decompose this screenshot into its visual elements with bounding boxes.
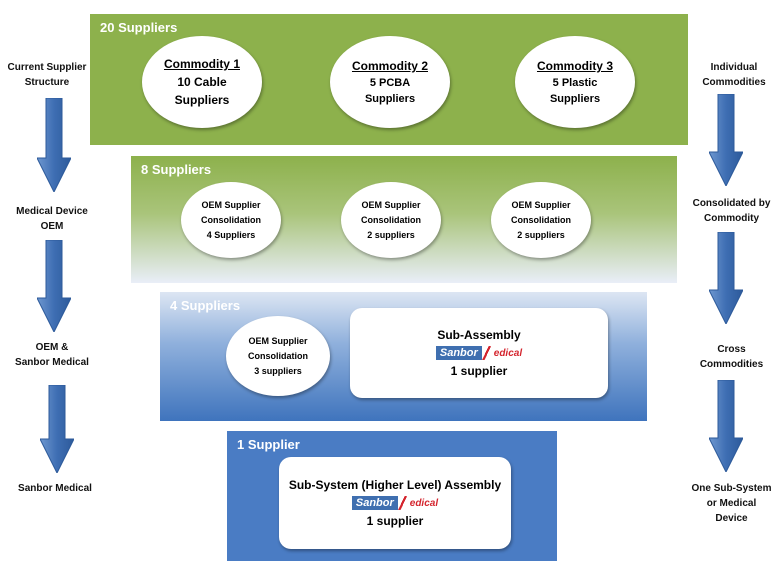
commodity-1-title: Commodity 1 (163, 57, 240, 71)
sub-assembly-count: 1 supplier (450, 364, 508, 378)
sanbor-medical-logo-2: Sanbor edical (351, 496, 439, 510)
right-arrow-3-icon (709, 380, 743, 472)
sub-assembly-title: Sub-Assembly (437, 328, 521, 342)
commodity-3-count: 5 Plastic (552, 77, 598, 89)
logo-slash-icon-2 (397, 496, 408, 510)
oem-consolidation-1-line3: 4 Suppliers (206, 229, 256, 240)
left-label-2: Medical Device OEM (0, 204, 104, 234)
left-label-1-line2: Structure (24, 77, 70, 88)
right-label-2: Consolidated by Commodity (680, 196, 783, 226)
logo-sanbor: Sanbor (435, 346, 482, 360)
right-label-3-line1: Cross (717, 344, 746, 355)
left-label-2-line1: Medical Device (16, 206, 88, 217)
oem-consolidation-1-ellipse: OEM Supplier Consolidation 4 Suppliers (181, 182, 281, 258)
commodity-2-suppliers: Suppliers (364, 93, 416, 105)
commodity-2-title: Commodity 2 (351, 59, 428, 73)
sub-system-title: Sub-System (Higher Level) Assembly (288, 478, 502, 492)
left-label-3: OEM & Sanbor Medical (0, 340, 104, 370)
sub-system-count: 1 supplier (366, 514, 424, 528)
commodity-3-ellipse: Commodity 3 5 Plastic Suppliers (515, 36, 635, 128)
commodity-1-suppliers: Suppliers (174, 93, 230, 107)
commodity-2-count: 5 PCBA (369, 77, 411, 89)
right-label-1: Individual Commodities (686, 60, 782, 90)
sanbor-medical-logo: Sanbor edical (435, 346, 523, 360)
right-label-1-line1: Individual (710, 62, 758, 73)
oem-consolidation-1-line1: OEM Supplier (201, 199, 261, 210)
left-label-3-line2: Sanbor Medical (15, 357, 89, 368)
oem-consolidation-3-line2: Consolidation (511, 214, 571, 225)
tier-4-title: 1 Supplier (237, 437, 300, 452)
right-label-4-line2: or Medical (706, 498, 757, 509)
right-label-2-line2: Commodity (704, 213, 759, 224)
right-label-3-line2: Commodities (699, 359, 764, 370)
left-label-4-line1: Sanbor Medical (18, 483, 92, 494)
oem-consolidation-4-line3: 3 suppliers (254, 365, 302, 376)
sub-system-box: Sub-System (Higher Level) Assembly Sanbo… (279, 457, 511, 549)
left-arrow-1-icon (37, 98, 71, 192)
right-label-2-line1: Consolidated by (692, 198, 771, 209)
oem-consolidation-3-line1: OEM Supplier (511, 199, 571, 210)
oem-consolidation-4-line2: Consolidation (248, 350, 308, 361)
left-label-1: Current Supplier Structure (0, 60, 94, 90)
oem-consolidation-2-line2: Consolidation (361, 214, 421, 225)
tier-1-title: 20 Suppliers (100, 20, 178, 35)
tier-3-panel: 4 Suppliers OEM Supplier Consolidation 3… (160, 292, 647, 421)
logo-sanbor-2: Sanbor (351, 496, 398, 510)
commodity-3-suppliers: Suppliers (549, 93, 601, 105)
left-label-3-line1: OEM & (35, 342, 69, 353)
right-label-4-line1: One Sub-System (691, 483, 772, 494)
tier-2-title: 8 Suppliers (141, 162, 212, 177)
left-arrow-2-icon (37, 240, 71, 332)
right-label-3: Cross Commodities (680, 342, 783, 372)
left-arrow-3-icon (40, 385, 74, 473)
logo-slash-icon (481, 346, 492, 360)
oem-consolidation-2-line1: OEM Supplier (361, 199, 421, 210)
left-label-4: Sanbor Medical (0, 481, 110, 496)
oem-consolidation-1-line2: Consolidation (201, 214, 261, 225)
right-arrow-2-icon (709, 232, 743, 324)
oem-consolidation-4-line1: OEM Supplier (248, 335, 308, 346)
commodity-1-ellipse: Commodity 1 10 Cable Suppliers (142, 36, 262, 128)
commodity-1-count: 10 Cable (177, 75, 227, 89)
sub-assembly-box: Sub-Assembly Sanbor edical 1 supplier (350, 308, 608, 398)
tier-4-panel: 1 Supplier Sub-System (Higher Level) Ass… (227, 431, 557, 561)
logo-medical-2: edical (409, 497, 439, 509)
commodity-3-title: Commodity 3 (536, 59, 613, 73)
logo-medical: edical (493, 347, 523, 359)
right-label-1-line2: Commodities (702, 77, 766, 88)
left-label-2-line2: OEM (40, 221, 64, 232)
oem-consolidation-3-ellipse: OEM Supplier Consolidation 2 suppliers (491, 182, 591, 258)
tier-3-title: 4 Suppliers (170, 298, 241, 313)
tier-2-panel: 8 Suppliers OEM Supplier Consolidation 4… (131, 156, 677, 283)
left-label-1-line1: Current Supplier (7, 62, 87, 73)
tier-1-panel: 20 Suppliers Commodity 1 10 Cable Suppli… (90, 14, 688, 145)
commodity-2-ellipse: Commodity 2 5 PCBA Suppliers (330, 36, 450, 128)
right-label-4-line3: Device (715, 513, 748, 524)
oem-consolidation-4-ellipse: OEM Supplier Consolidation 3 suppliers (226, 316, 330, 396)
right-arrow-1-icon (709, 94, 743, 186)
oem-consolidation-3-line3: 2 suppliers (517, 229, 565, 240)
oem-consolidation-2-ellipse: OEM Supplier Consolidation 2 suppliers (341, 182, 441, 258)
right-label-4: One Sub-System or Medical Device (680, 481, 783, 526)
oem-consolidation-2-line3: 2 suppliers (367, 229, 415, 240)
